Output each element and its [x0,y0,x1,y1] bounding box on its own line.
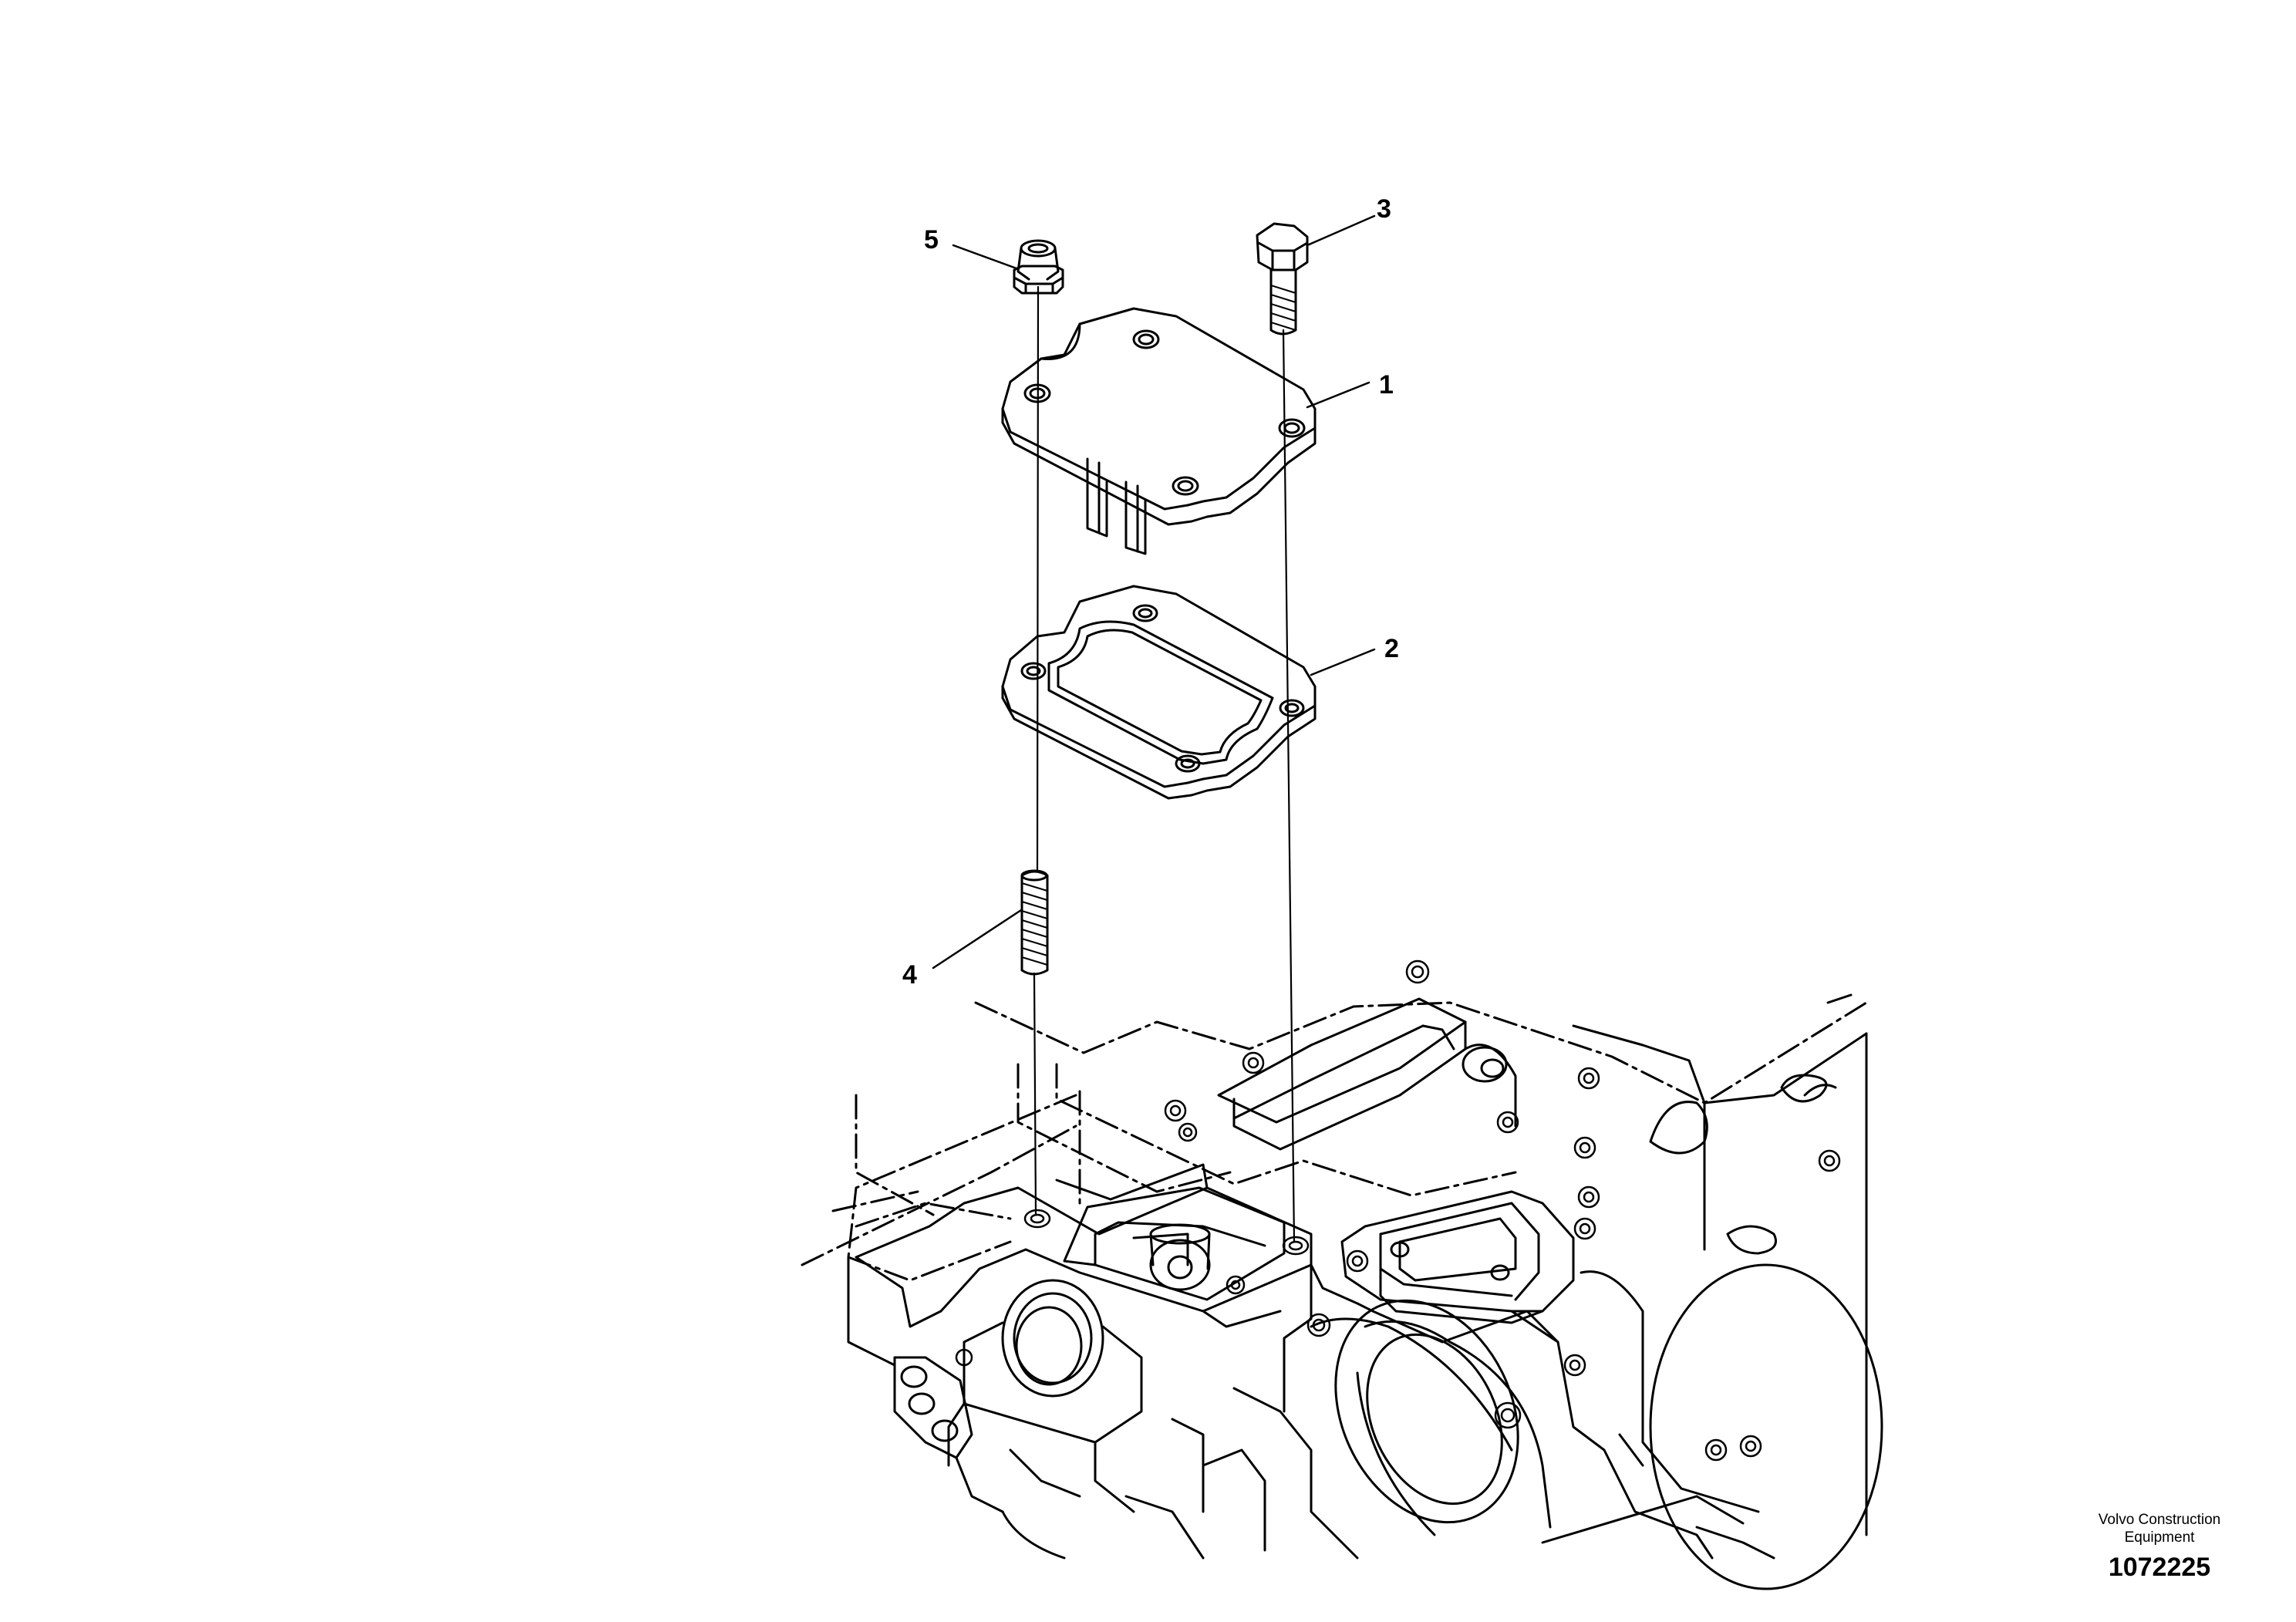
stud-part-4 [1020,869,1049,976]
cover-plate-part-1 [1001,307,1317,555]
block-bolt-holes [955,959,1841,1462]
nut-part-5 [1013,239,1064,295]
engine-block [801,993,1883,1590]
bolt-part-3 [1256,222,1309,336]
callout-part-4: 4 [902,960,917,990]
block-cover-holes [1023,1209,1310,1256]
publisher-name-line-2: Equipment [2124,1529,2195,1546]
publisher-name-line-1: Volvo Construction [2098,1512,2221,1528]
drawing-number: 1072225 [2108,1552,2211,1582]
callout-part-1: 1 [1379,370,1394,400]
alignment-lines [1033,285,1296,1243]
gasket-part-2 [1001,585,1317,800]
callout-part-3: 3 [1377,194,1391,224]
drawing-credit: Volvo Construction Equipment 1072225 [2052,1512,2267,1583]
callout-part-2: 2 [1384,634,1399,663]
leader-lines [932,214,1376,969]
callout-part-5: 5 [924,225,939,255]
